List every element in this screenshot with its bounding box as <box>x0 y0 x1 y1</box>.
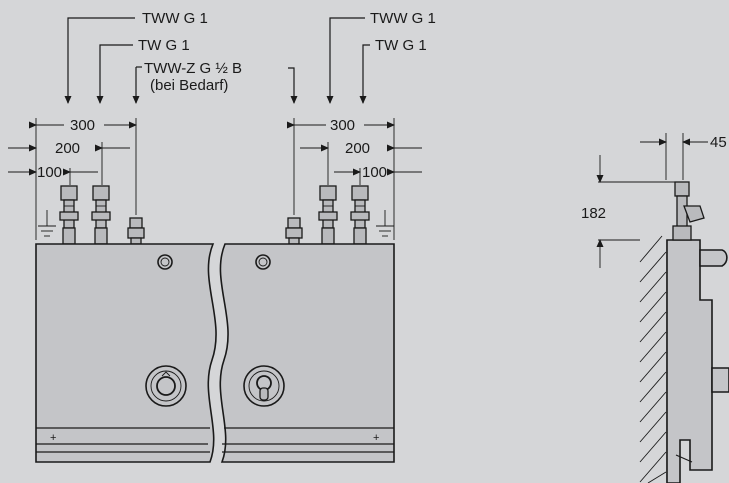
left-valves <box>59 185 145 245</box>
dim-right-200: 200 <box>345 140 370 157</box>
leader-right-tw <box>359 44 370 104</box>
cap-right <box>255 254 271 270</box>
right-valves <box>285 185 370 245</box>
side-spout <box>699 249 728 267</box>
front-body: + + <box>35 243 395 463</box>
left-leaders <box>64 17 298 104</box>
side-body <box>666 239 713 483</box>
cap-left <box>157 254 173 270</box>
label-left-tw: TW G 1 <box>138 37 190 54</box>
side-view <box>596 133 729 483</box>
dim-left-200: 200 <box>55 140 80 157</box>
leader-right-tww <box>326 17 365 104</box>
label-right-tw: TW G 1 <box>375 37 427 54</box>
label-left-twwz: TWW-Z G ½ B <box>144 60 242 77</box>
right-dimensions <box>287 118 422 240</box>
dim-right-300: 300 <box>330 117 355 134</box>
body-right-half <box>219 243 395 463</box>
knob-left <box>145 365 187 407</box>
dim-left-300: 300 <box>70 117 95 134</box>
right-leaders <box>326 17 370 104</box>
body-left-half <box>35 243 217 463</box>
valve-left-tww <box>59 185 79 245</box>
dim-side-45: 45 <box>710 134 727 151</box>
leader-left-tww <box>64 17 135 104</box>
label-left-twwz-note: (bei Bedarf) <box>150 77 228 94</box>
label-right-tww: TWW G 1 <box>370 10 436 27</box>
valve-right-twwz <box>285 217 303 245</box>
valve-right-tw <box>350 185 370 245</box>
screw-mark-left: + <box>50 432 56 444</box>
ground-symbols <box>38 210 394 237</box>
side-handle <box>711 367 729 393</box>
dim-right-100: 100 <box>362 164 387 181</box>
knob-right <box>243 365 285 407</box>
valve-left-twwz <box>127 217 145 245</box>
valve-right-tww <box>318 185 338 245</box>
leader-right-twwz <box>288 67 298 104</box>
screw-mark-right: + <box>373 432 379 444</box>
leader-left-tw <box>96 44 133 104</box>
label-left-tww: TWW G 1 <box>142 10 208 27</box>
dim-left-100: 100 <box>37 164 62 181</box>
left-dimensions <box>8 118 137 240</box>
valve-left-tw <box>91 185 111 245</box>
dim-side-182: 182 <box>581 205 606 222</box>
